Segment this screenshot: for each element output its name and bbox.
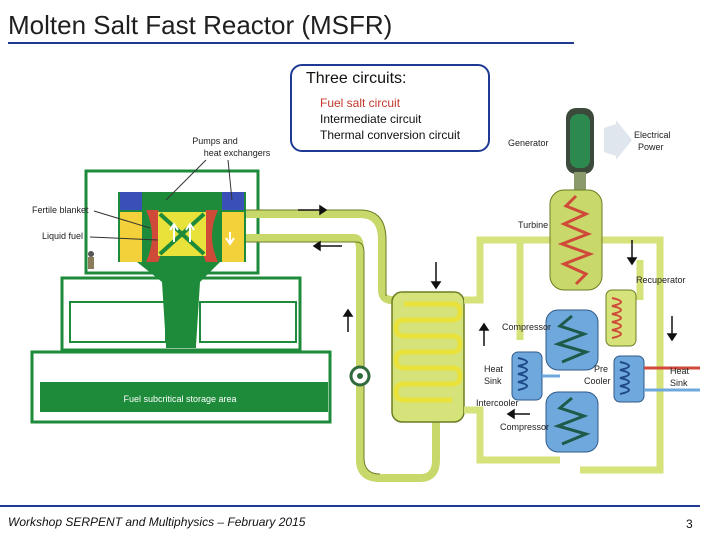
label-liquid-fuel: Liquid fuel xyxy=(42,231,83,241)
pump-left xyxy=(120,192,142,210)
label-storage-left-1: Storage and xyxy=(93,312,142,322)
intermediate-loop-outline xyxy=(246,209,387,475)
label-generator: Generator xyxy=(508,138,549,148)
slide-footer: Workshop SERPENT and Multiphysics – Febr… xyxy=(8,515,306,529)
recuperator xyxy=(605,289,637,347)
heat-sink-pipes xyxy=(542,366,700,392)
footer-rule xyxy=(0,505,700,507)
generator xyxy=(566,108,594,190)
pump-right xyxy=(222,192,244,210)
label-pumps-hx-1: Pumps and xyxy=(192,136,238,146)
callout-item-thermal-conversion: Thermal conversion circuit xyxy=(320,128,461,142)
worker-figure xyxy=(88,251,94,269)
label-electrical-power-2: Power xyxy=(638,142,664,152)
label-pre-cooler-2: Cooler xyxy=(584,376,611,386)
callout-item-intermediate: Intermediate circuit xyxy=(320,112,422,126)
label-storage-right-2: processing areas xyxy=(214,324,283,334)
pre-cooler xyxy=(613,355,645,403)
label-storage-right-1: Storage and xyxy=(223,312,272,322)
intermediate-loop xyxy=(246,210,440,482)
label-fertile-blanket: Fertile blanket xyxy=(32,205,89,215)
label-storage-left-2: processing areas xyxy=(84,324,153,334)
msfr-diagram: Pumps and heat exchangers Fertile blanke… xyxy=(30,108,700,482)
label-recuperator: Recuperator xyxy=(636,275,686,285)
compressor-top xyxy=(545,309,599,371)
label-compressor-top: Compressor xyxy=(502,322,551,332)
reactor-core xyxy=(118,192,246,262)
intermediate-pump xyxy=(349,365,371,387)
slide-title: Molten Salt Fast Reactor (MSFR) xyxy=(8,10,393,40)
electrical-power-arrow xyxy=(604,120,632,160)
callout-heading: Three circuits: xyxy=(306,70,407,87)
conversion-loop xyxy=(464,236,664,474)
circuits-callout: Three circuits: Fuel salt circuit Interm… xyxy=(290,64,490,152)
page-number: 3 xyxy=(686,517,693,531)
title-underline xyxy=(8,42,574,44)
label-heat-sink-left-2: Sink xyxy=(484,376,502,386)
label-heat-sink-left-1: Heat xyxy=(484,364,504,374)
compressor-bottom xyxy=(545,391,599,453)
label-heat-sink-right-2: Sink xyxy=(670,378,688,388)
turbine xyxy=(549,189,603,291)
label-compressor-bottom: Compressor xyxy=(500,422,549,432)
reactor-leaders xyxy=(89,159,233,241)
label-electrical-power-1: Electrical xyxy=(634,130,671,140)
diagram-labels: Pumps and heat exchangers Fertile blanke… xyxy=(32,130,690,432)
label-heat-sink-right-1: Heat xyxy=(670,366,690,376)
intermediate-heat-exchanger xyxy=(391,291,465,423)
callout-item-fuel-salt: Fuel salt circuit xyxy=(320,96,401,110)
label-pre-cooler-1: Pre xyxy=(594,364,608,374)
intercooler xyxy=(511,351,543,401)
label-intercooler: Intercooler xyxy=(476,398,519,408)
label-fuel-storage: Fuel subcritical storage area xyxy=(123,394,236,404)
label-turbine: Turbine xyxy=(518,220,548,230)
fuel-storage-bar xyxy=(40,382,328,412)
flow-arrows xyxy=(298,204,678,420)
label-pumps-hx-2: heat exchangers xyxy=(204,148,271,158)
